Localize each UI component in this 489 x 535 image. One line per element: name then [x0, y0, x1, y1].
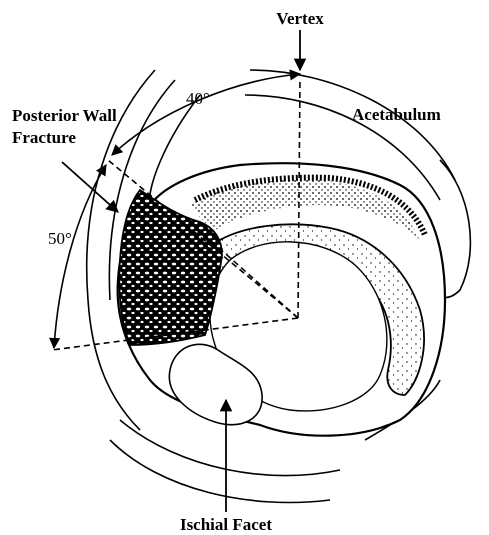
angle-50-label: 50°: [48, 229, 72, 248]
angle-arc-40: [112, 74, 300, 155]
acetabulum-label: Acetabulum: [352, 105, 441, 124]
ischial-facet-label: Ischial Facet: [180, 515, 272, 534]
angle-40-label: 40°: [186, 89, 210, 108]
fracture-arrow: [62, 162, 118, 212]
posterior-wall-label: Posterior Wall: [12, 106, 117, 125]
angle-arc-50: [54, 165, 106, 348]
fracture-label: Fracture: [12, 128, 76, 147]
vertex-label: Vertex: [276, 9, 324, 28]
